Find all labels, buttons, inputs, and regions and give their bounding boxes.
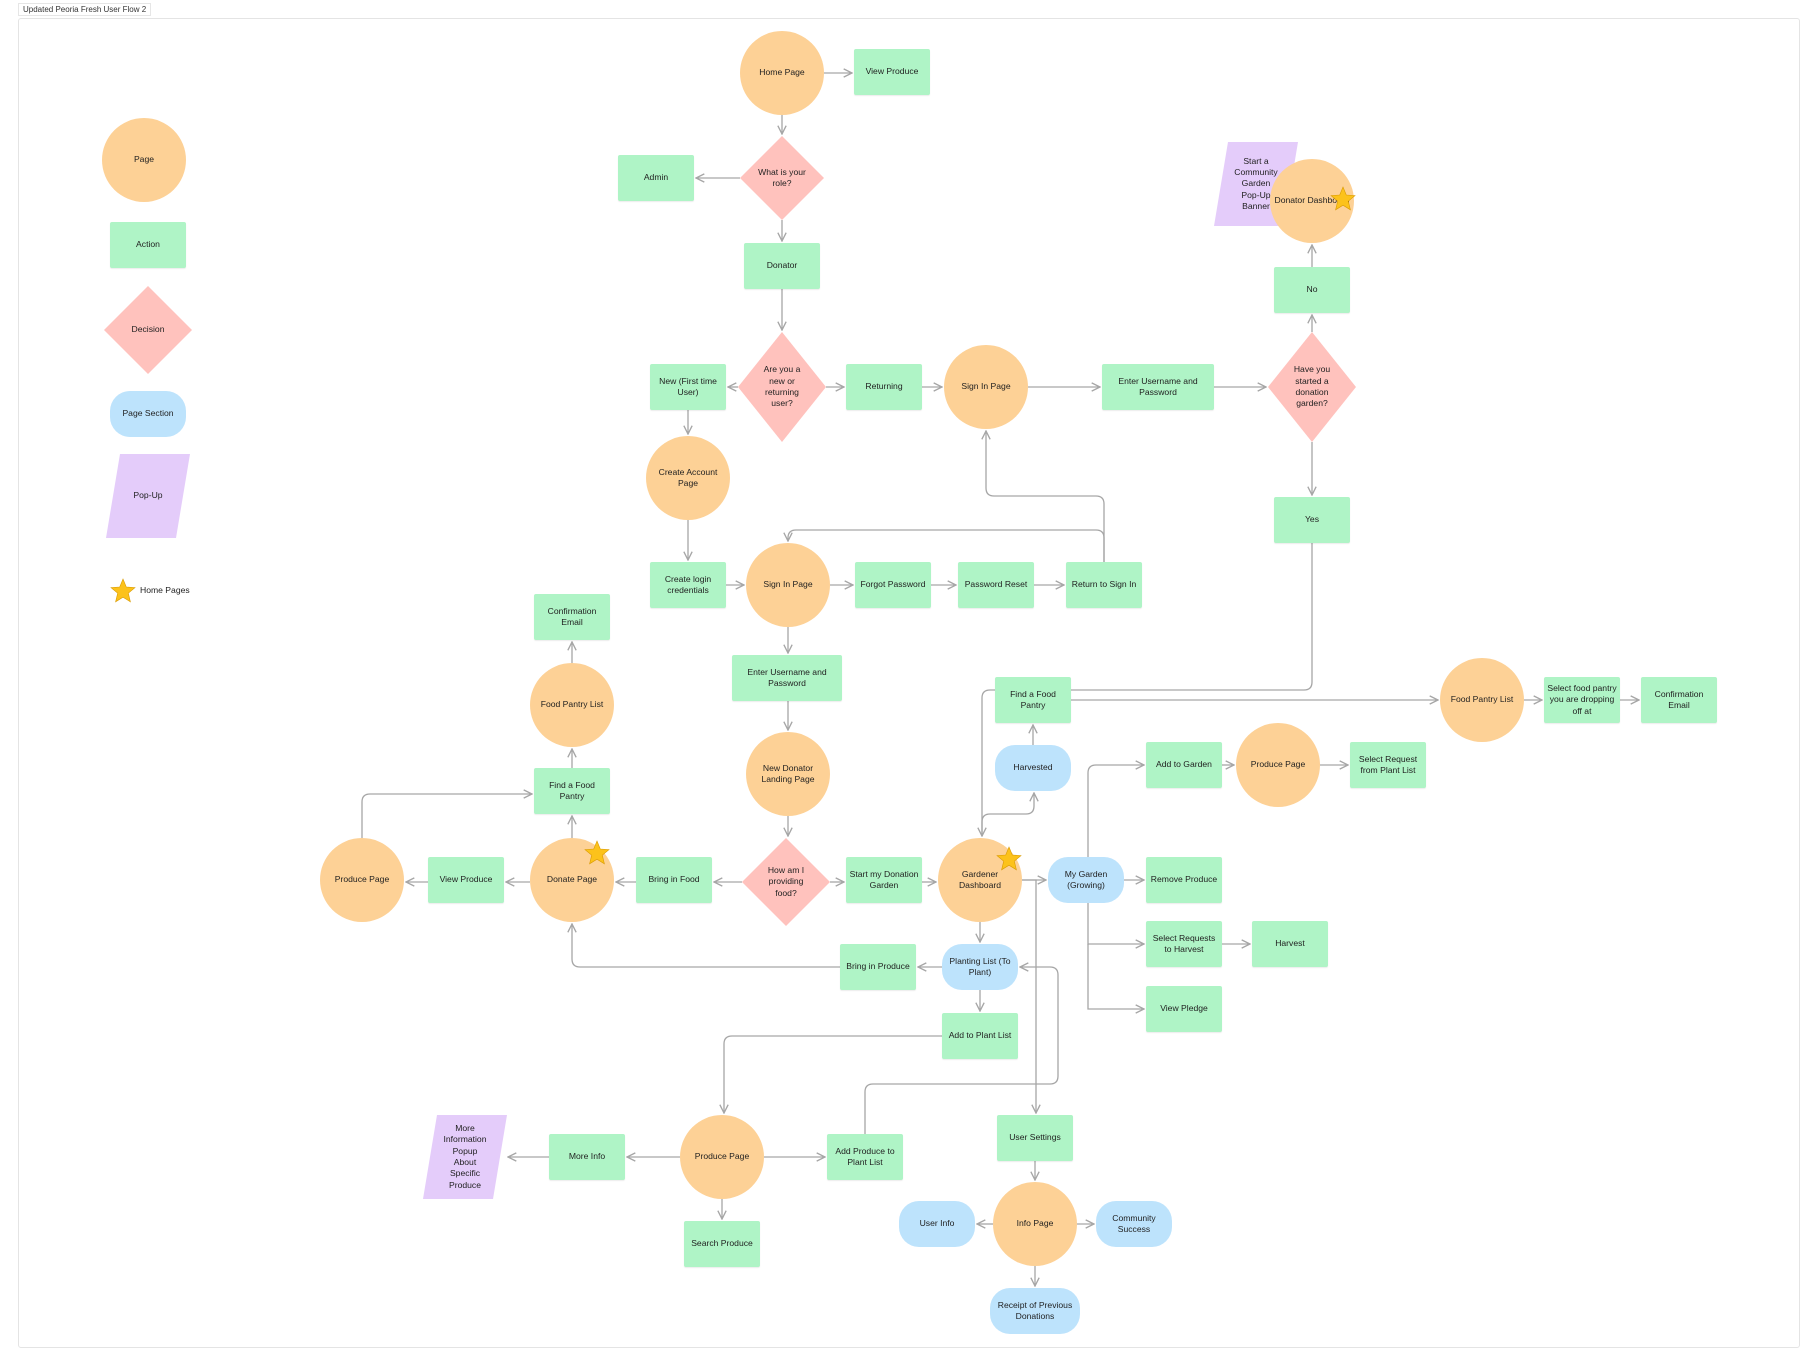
admin-node[interactable]: Admin [618,155,694,201]
donate-page-node[interactable]: Donate Page [530,838,614,922]
legend-popup-label: Pop-Up [133,490,163,501]
connector-arrow [1087,765,1144,857]
community-success-node[interactable]: Community Success [1096,1201,1172,1247]
more-info-popup-node[interactable]: More Information Popup About Specific Pr… [423,1115,507,1199]
new-user-node[interactable]: New (First time User) [650,364,726,410]
legend-popup-shape: Pop-Up [106,454,190,538]
harvested-node[interactable]: Harvested [995,745,1071,791]
legend-home-label: Home Pages [140,585,190,595]
started-garden-decision-node[interactable]: Have you started a donation garden? [1268,332,1356,442]
harvest-node[interactable]: Harvest [1252,921,1328,967]
receipt-node[interactable]: Receipt of Previous Donations [990,1288,1080,1334]
legend-section-shape: Page Section [110,391,186,437]
produce-page-bottom-node[interactable]: Produce Page [680,1115,764,1199]
user-info-node[interactable]: User Info [899,1201,975,1247]
star-icon [1330,186,1356,211]
new-returning-decision-node[interactable]: Are you a new or returning user? [738,332,826,442]
star-icon [584,840,610,865]
bring-food-node[interactable]: Bring in Food [636,857,712,903]
connector-arrow [1087,944,1144,1009]
password-reset-node[interactable]: Password Reset [958,562,1034,608]
connector-arrow [572,924,840,968]
view-produce-left-node[interactable]: View Produce [428,857,504,903]
enter-credentials-top-node[interactable]: Enter Username and Password [1102,364,1214,410]
start-garden-node[interactable]: Start my Donation Garden [846,857,922,903]
legend-decision-shape: Decision [104,286,192,374]
more-info-node[interactable]: More Info [549,1134,625,1180]
legend-action-label: Action [136,239,160,250]
sign-in-top-node[interactable]: Sign In Page [944,345,1028,429]
legend-decision-label: Decision [131,324,165,335]
select-requests-harvest-node[interactable]: Select Requests to Harvest [1146,921,1222,967]
confirmation-email-right-node[interactable]: Confirmation Email [1641,677,1717,723]
create-login-node[interactable]: Create login credentials [650,562,726,608]
bring-produce-node[interactable]: Bring in Produce [840,944,916,990]
find-pantry-mid-node[interactable]: Find a Food Pantry [995,677,1071,723]
connector-arrow [1022,879,1036,1113]
connector-arrow [981,793,1034,836]
select-request-plant-node[interactable]: Select Request from Plant List [1350,742,1426,788]
connector-arrow [986,431,1105,562]
food-pantry-list-right-node[interactable]: Food Pantry List [1440,658,1524,742]
find-pantry-left-node[interactable]: Find a Food Pantry [534,768,610,814]
returning-node[interactable]: Returning [846,364,922,410]
produce-page-left-node[interactable]: Produce Page [320,838,404,922]
connector-arrow [361,794,532,838]
food-pantry-list-left-node[interactable]: Food Pantry List [530,663,614,747]
view-produce-top-node[interactable]: View Produce [854,49,930,95]
role-decision-node[interactable]: What is your role? [740,136,824,220]
connector-arrow [982,543,1313,836]
add-produce-plant-list-node[interactable]: Add Produce to Plant List [827,1134,903,1180]
star-icon [996,846,1022,871]
diagram-frame [18,18,1800,1348]
return-sign-in-node[interactable]: Return to Sign In [1066,562,1142,608]
add-plant-list-node[interactable]: Add to Plant List [942,1013,1018,1059]
user-settings-node[interactable]: User Settings [997,1115,1073,1161]
home-page-node[interactable]: Home Page [740,31,824,115]
connector-arrow [864,967,1059,1134]
no-node[interactable]: No [1274,267,1350,313]
select-pantry-node[interactable]: Select food pantry you are dropping off … [1544,677,1620,723]
add-to-garden-node[interactable]: Add to Garden [1146,742,1222,788]
donator-node[interactable]: Donator [744,243,820,289]
legend-page-label: Page [133,154,155,165]
planting-list-node[interactable]: Planting List (To Plant) [942,944,1018,990]
produce-page-right-node[interactable]: Produce Page [1236,723,1320,807]
connector-arrow [724,1035,942,1113]
confirmation-email-left-node[interactable]: Confirmation Email [534,594,610,640]
star-icon [110,578,136,603]
sign-in-mid-node[interactable]: Sign In Page [746,543,830,627]
providing-decision-node[interactable]: How am I providing food? [742,838,830,926]
connector-arrow [1087,903,1144,944]
yes-node[interactable]: Yes [1274,497,1350,543]
legend-section-label: Page Section [122,408,174,419]
frame-title: Updated Peoria Fresh User Flow 2 [18,3,152,16]
search-produce-node[interactable]: Search Produce [684,1221,760,1267]
legend-page-shape: Page [102,118,186,202]
forgot-password-node[interactable]: Forgot Password [855,562,931,608]
new-donator-landing-node[interactable]: New Donator Landing Page [746,732,830,816]
connector-arrow [788,529,1105,562]
create-account-page-node[interactable]: Create Account Page [646,436,730,520]
my-garden-node[interactable]: My Garden (Growing) [1048,857,1124,903]
info-page-node[interactable]: Info Page [993,1182,1077,1266]
view-pledge-node[interactable]: View Pledge [1146,986,1222,1032]
remove-produce-node[interactable]: Remove Produce [1146,857,1222,903]
enter-credentials-mid-node[interactable]: Enter Username and Password [732,655,842,701]
legend-action-shape: Action [110,222,186,268]
